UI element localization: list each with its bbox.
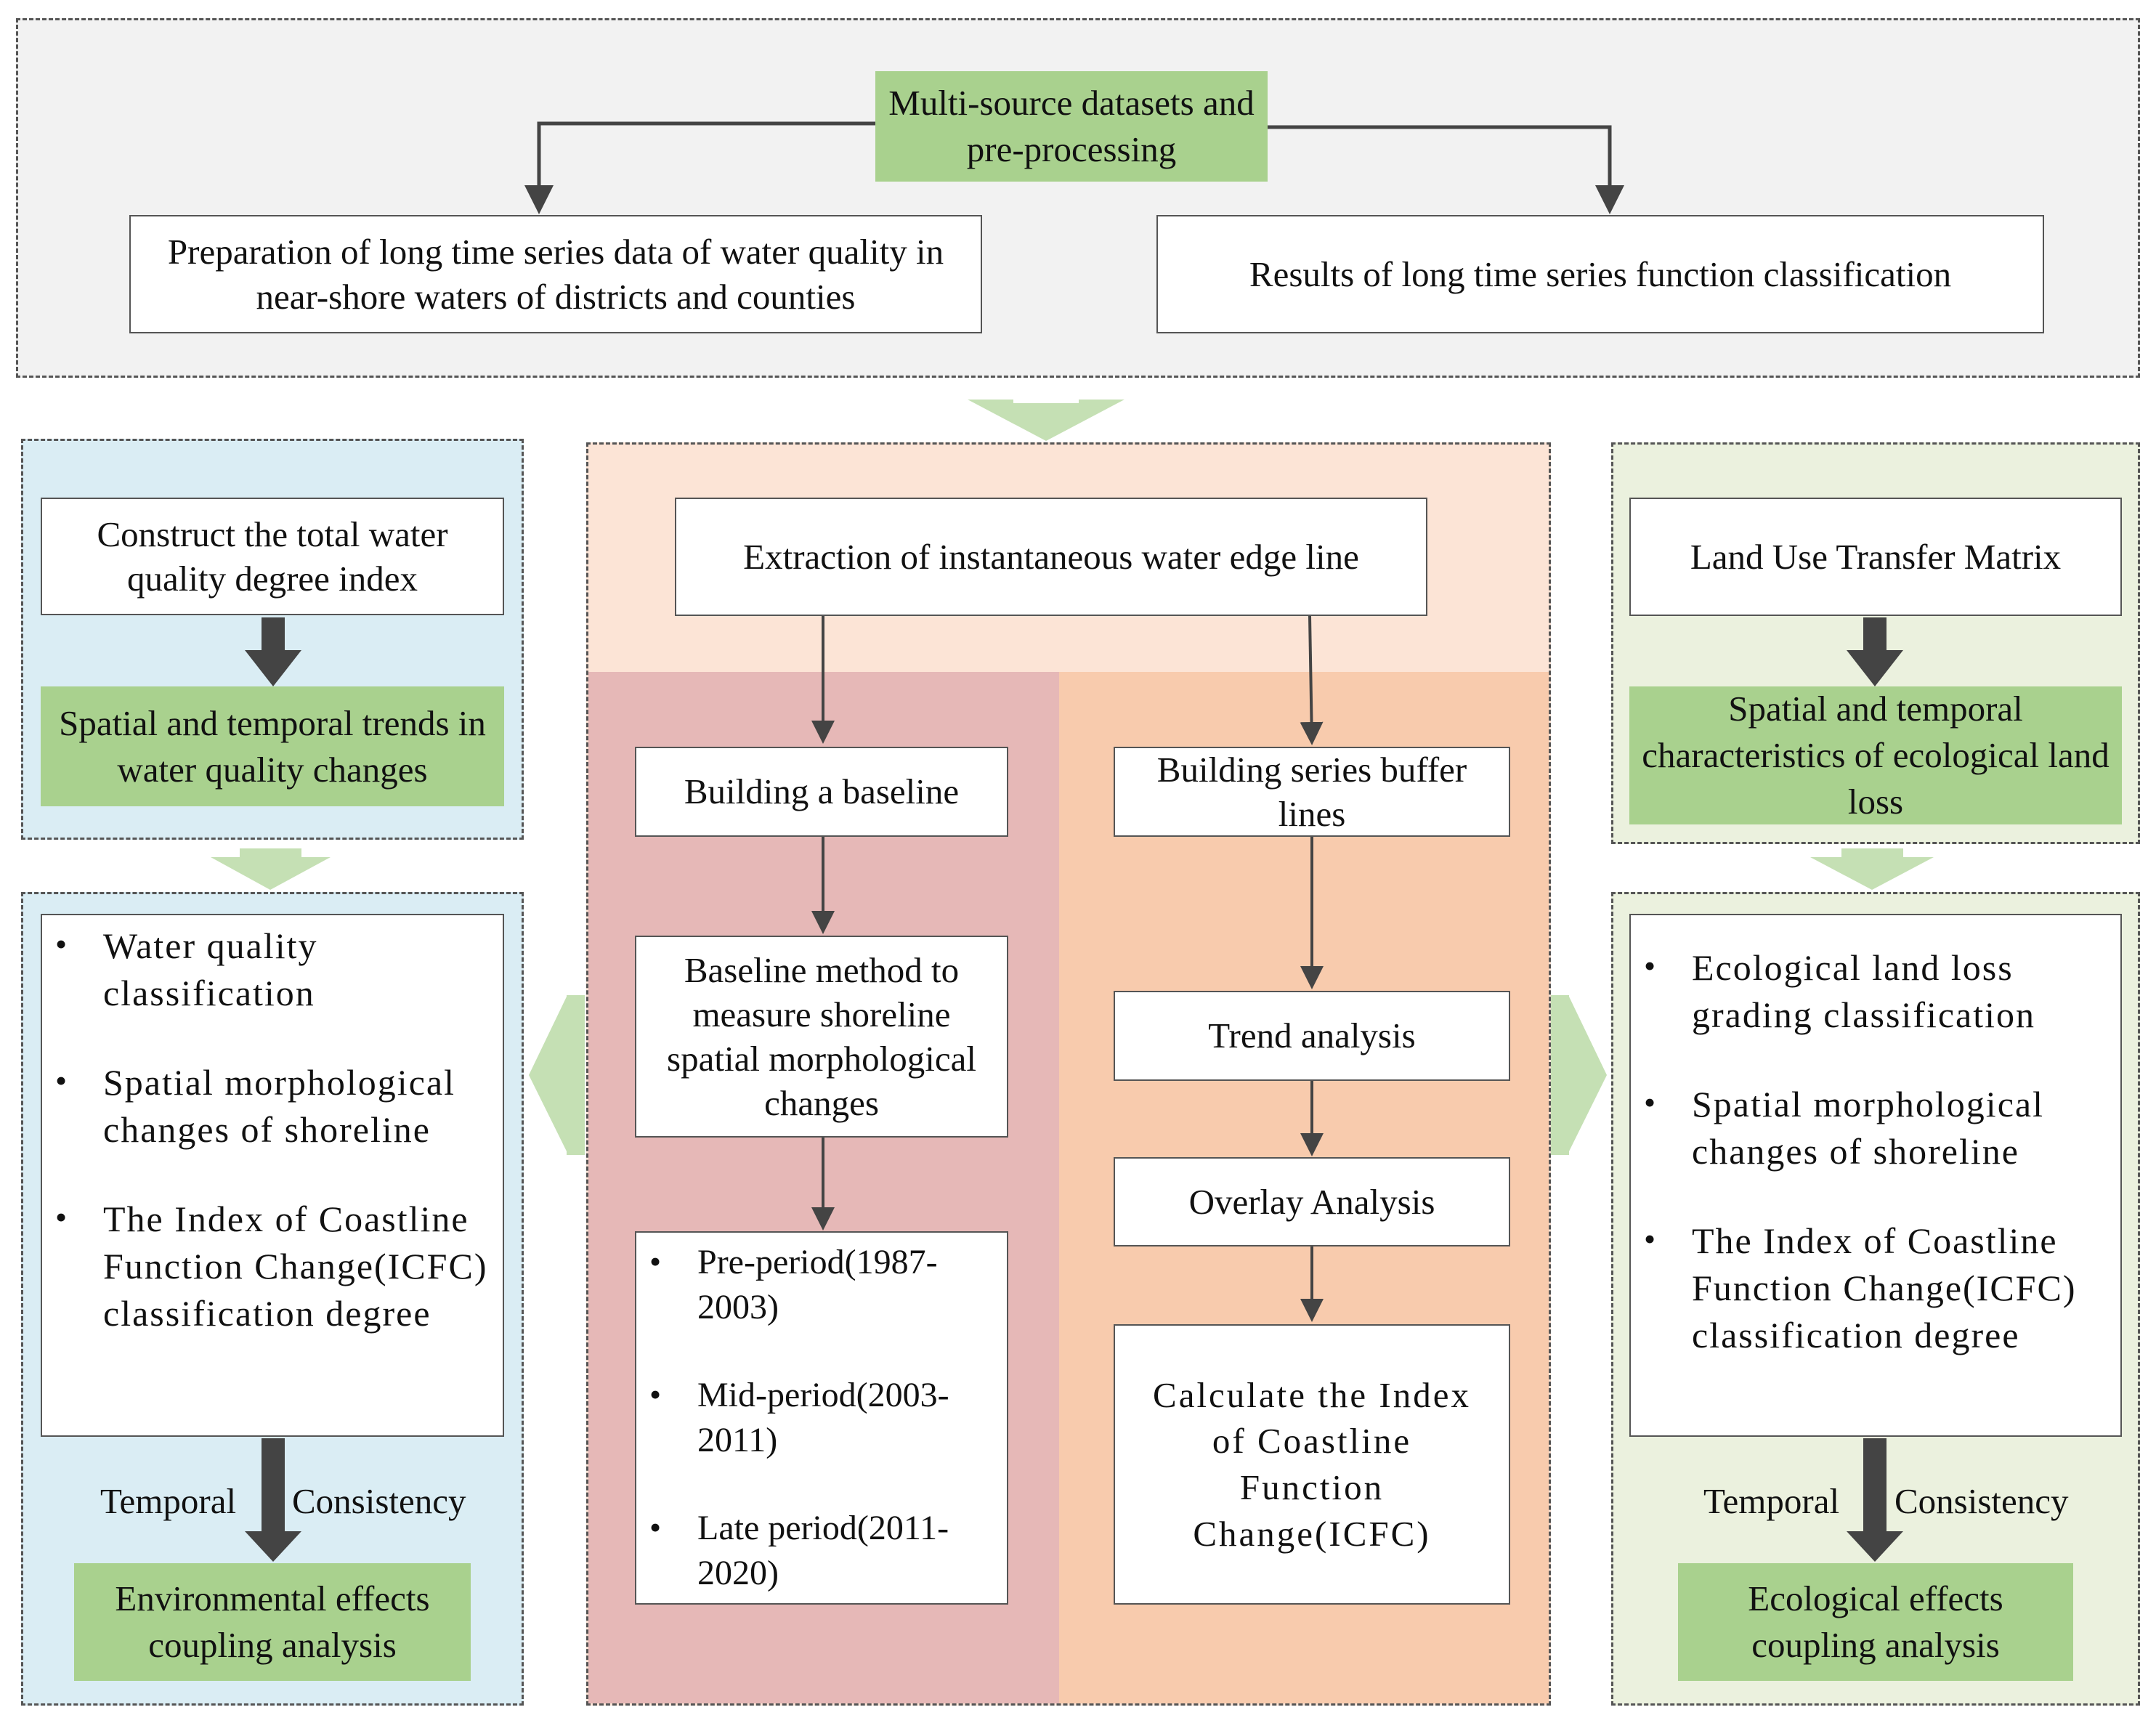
land-use-matrix-box: Land Use Transfer Matrix	[1629, 498, 2122, 616]
baseline-method-box: Baseline method to measure shoreline spa…	[635, 936, 1008, 1138]
water-quality-preparation-box: Preparation of long time series data of …	[129, 215, 982, 333]
list-item: The Index of Coastline Function Change(I…	[1644, 1217, 2109, 1359]
list-item: Ecological land loss grading classificat…	[1644, 944, 2109, 1039]
building-baseline-box: Building a baseline	[635, 747, 1008, 837]
list-item: Pre-period(1987-2003)	[649, 1240, 998, 1331]
list-item: The Index of Coastline Function Change(I…	[55, 1196, 491, 1337]
connector-top-right	[1268, 125, 1624, 214]
trend-analysis-box: Trend analysis	[1114, 991, 1510, 1081]
connector-top-left	[524, 121, 875, 214]
source-datasets-box: Multi-source datasets and pre-processing	[875, 71, 1268, 182]
arrow-matrix-loss	[1847, 617, 1903, 686]
water-quality-trends-box: Spatial and temporal trends in water qua…	[41, 686, 504, 806]
temporal-label-left: Temporal	[100, 1481, 237, 1521]
overlay-analysis-box: Overlay Analysis	[1114, 1157, 1510, 1246]
list-item: Spatial morphological changes of shoreli…	[1644, 1081, 2109, 1175]
green-arrow-down-left	[211, 848, 331, 890]
green-arrow-left	[529, 995, 585, 1155]
arrow-list-effects-right	[1847, 1438, 1903, 1562]
list-item: Mid-period(2003-2011)	[649, 1373, 998, 1464]
temporal-label-right: Temporal	[1703, 1481, 1840, 1521]
ecological-land-loss-box: Spatial and temporal characteristics of …	[1629, 686, 2122, 824]
calculate-icfc-box: Calculate the Index of Coastline Functio…	[1114, 1324, 1510, 1605]
green-arrow-down-center	[968, 400, 1124, 441]
periods-list: Pre-period(1987-2003) Mid-period(2003-20…	[635, 1231, 1008, 1605]
list-item: Water quality classification	[55, 923, 491, 1017]
function-classification-box: Results of long time series function cla…	[1156, 215, 2044, 333]
consistency-label-right: Consistency	[1894, 1481, 2069, 1521]
arrow-construct-trends	[245, 617, 301, 686]
list-item: Late period(2011-2020)	[649, 1506, 998, 1597]
extraction-water-edge-box: Extraction of instantaneous water edge l…	[675, 498, 1427, 616]
ecological-effects-box: Ecological effects coupling analysis	[1678, 1563, 2073, 1681]
right-outcomes-list: Ecological land loss grading classificat…	[1629, 914, 2122, 1437]
consistency-label-left: Consistency	[292, 1481, 466, 1521]
arrow-extraction-buffer	[1300, 615, 1324, 745]
green-arrow-right	[1551, 995, 1607, 1155]
environmental-effects-box: Environmental effects coupling analysis	[74, 1563, 471, 1681]
series-buffer-lines-box: Building series buffer lines	[1114, 747, 1510, 837]
arrow-list-effects-left	[245, 1438, 301, 1562]
left-outcomes-list: Water quality classification Spatial mor…	[41, 914, 504, 1437]
green-arrow-down-right	[1810, 848, 1934, 890]
construct-index-box: Construct the total water quality degree…	[41, 498, 504, 615]
list-item: Spatial morphological changes of shoreli…	[55, 1059, 491, 1154]
